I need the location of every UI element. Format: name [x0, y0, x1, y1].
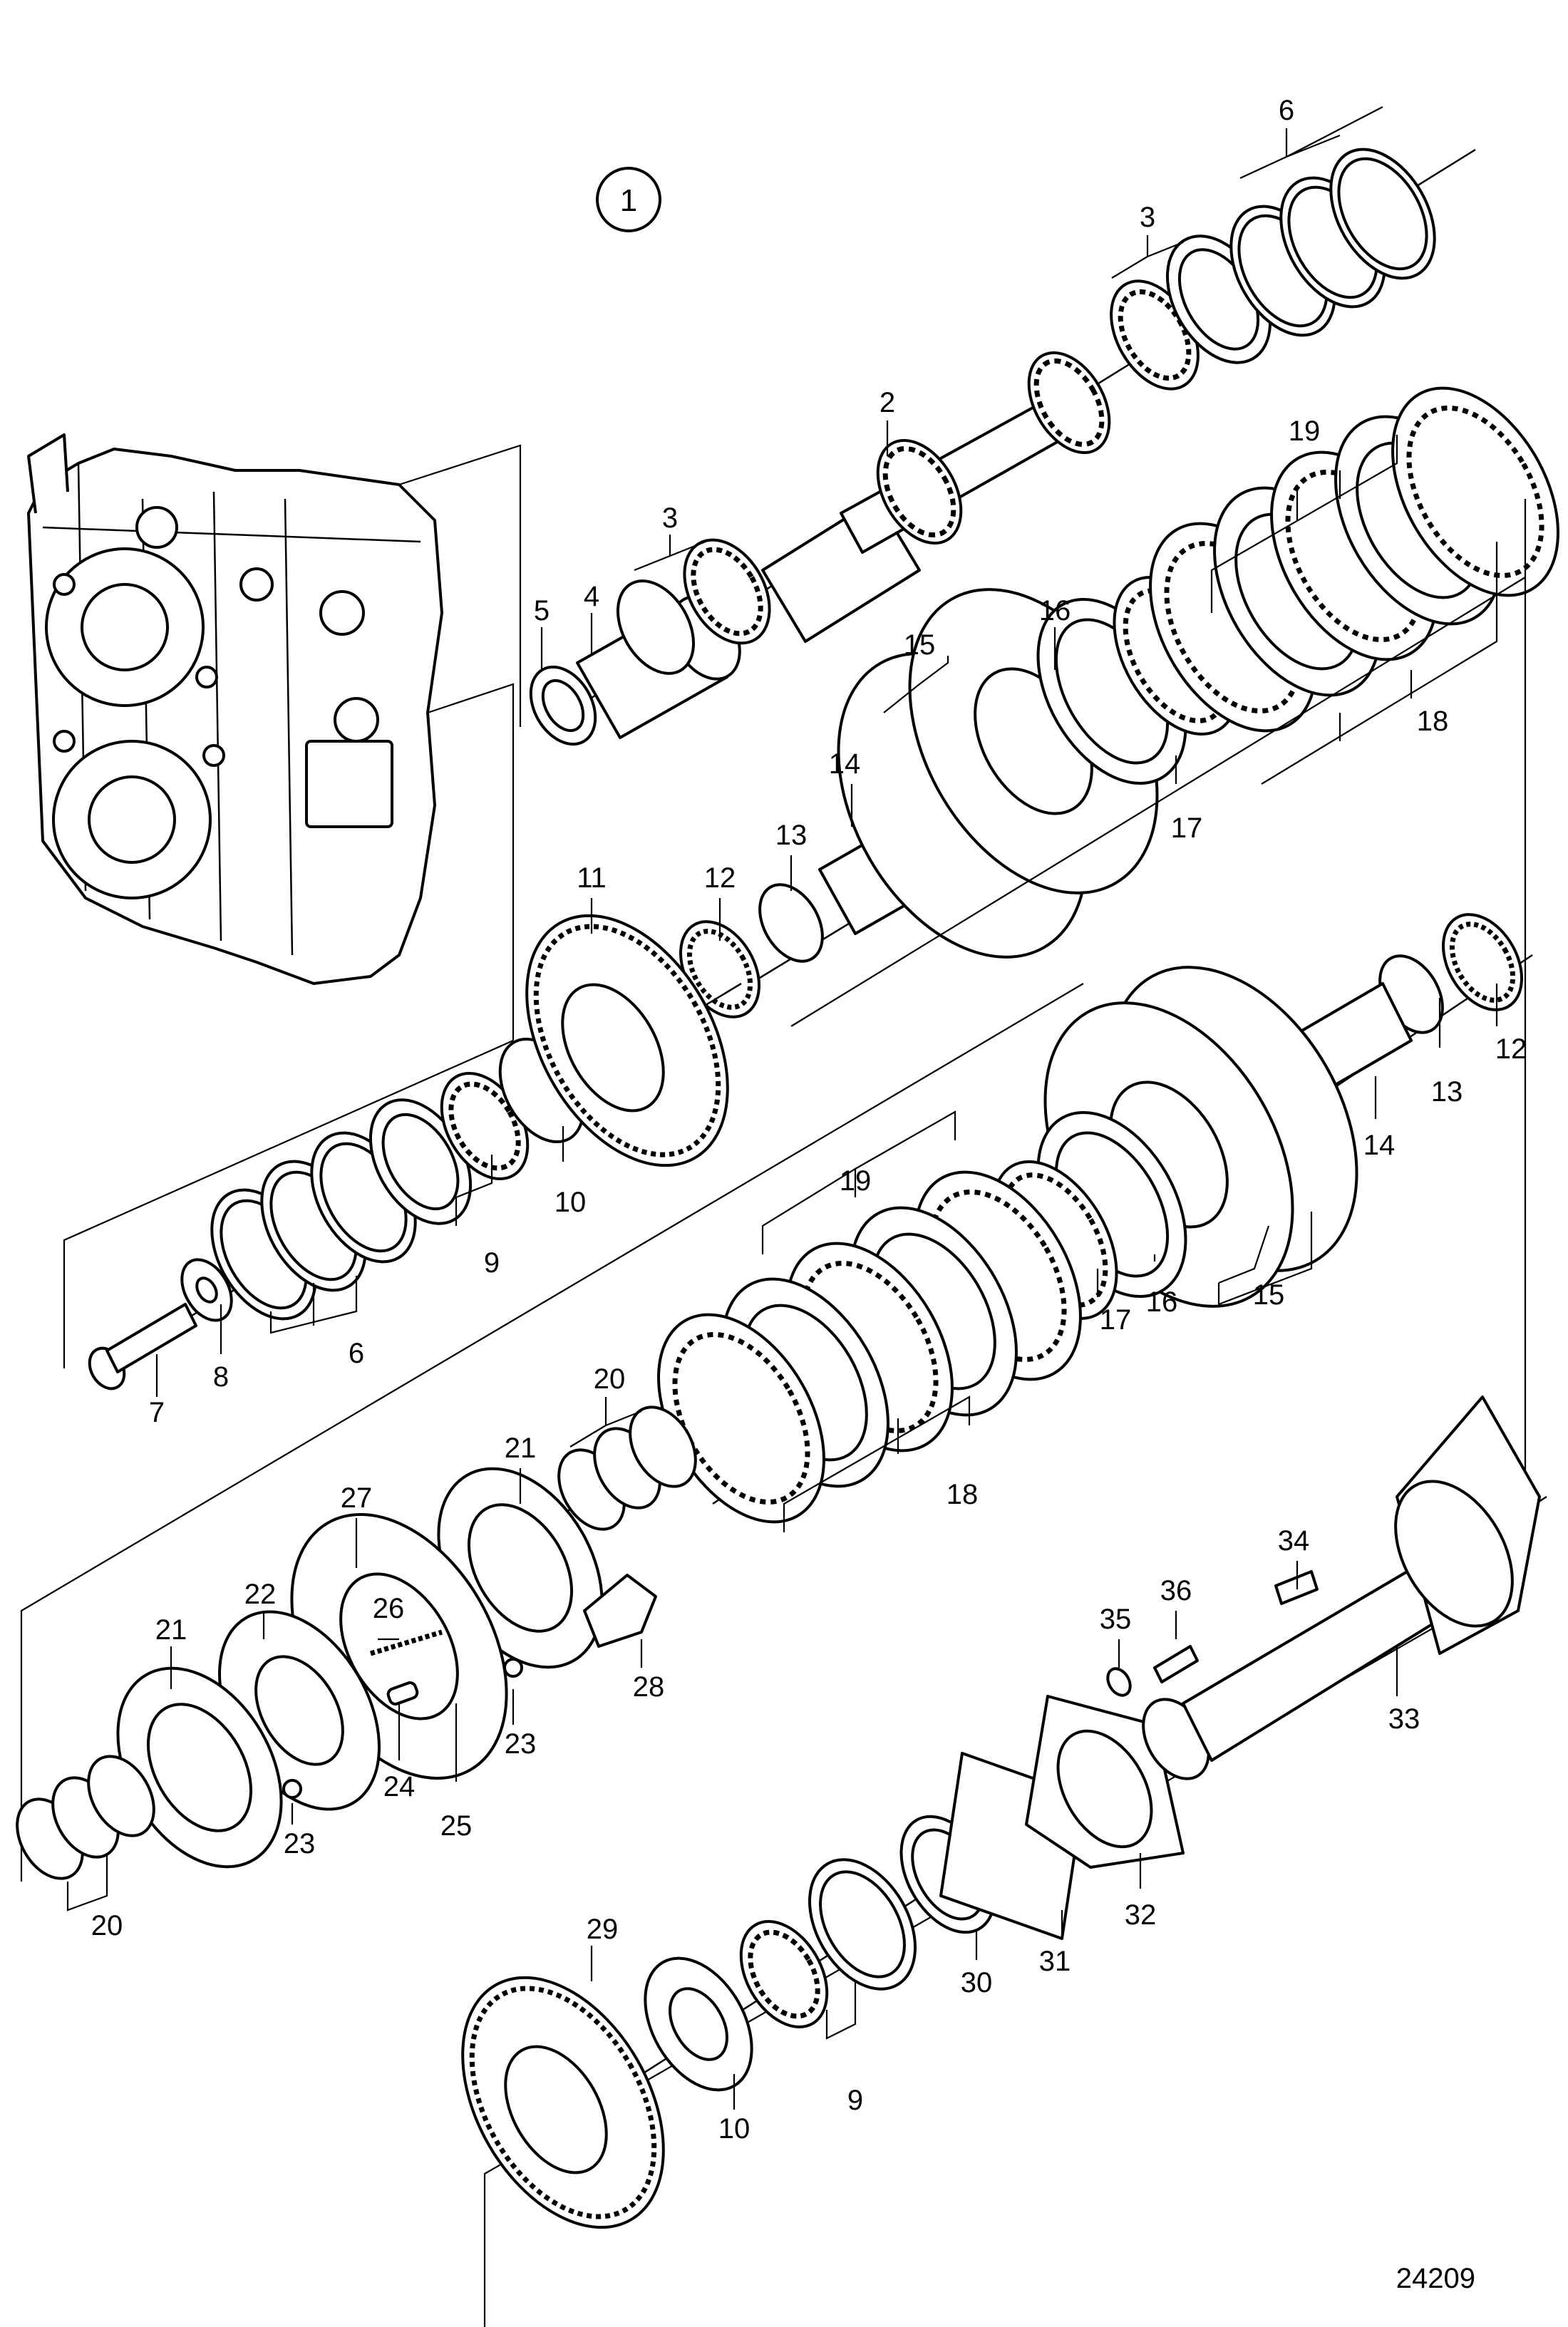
callout-34: 34 — [1278, 1525, 1310, 1557]
callout-26: 26 — [373, 1593, 405, 1624]
callout-15-lower: 15 — [1253, 1279, 1285, 1311]
drawing-reference-number: 24209 — [1396, 2263, 1475, 2294]
shift-mechanism — [16, 1405, 697, 1880]
callout-5: 5 — [534, 595, 550, 626]
spring-26 — [369, 1629, 443, 1656]
callout-19-upper: 19 — [1289, 416, 1321, 447]
ring-13-upper — [758, 883, 824, 963]
fork-28 — [583, 1574, 657, 1648]
bearing-9-lower — [739, 1858, 917, 2028]
figure-number: 1 — [620, 183, 637, 218]
callout-36: 36 — [1160, 1575, 1192, 1606]
callout-21-upper: 21 — [505, 1433, 537, 1464]
callout-9-lower: 9 — [847, 2085, 863, 2116]
callout-20-upper: 20 — [594, 1363, 626, 1395]
callout-13-upper: 13 — [775, 820, 808, 851]
bolt-36 — [1153, 1645, 1199, 1683]
friction-plates-18-19-upper — [1149, 386, 1559, 733]
gear-11 — [525, 914, 729, 1167]
figure-number-badge: 1 — [596, 167, 661, 232]
callout-7: 7 — [149, 1397, 165, 1428]
callout-15-upper: 15 — [904, 629, 936, 661]
callout-12-upper: 12 — [704, 862, 736, 894]
callout-17-upper: 17 — [1171, 812, 1203, 844]
output-flange-33 — [1142, 1395, 1541, 1780]
gear-29 — [461, 1976, 665, 2229]
callout-6-upper: 6 — [1279, 95, 1294, 126]
callout-31: 31 — [1039, 1946, 1071, 1977]
callout-4: 4 — [584, 581, 599, 612]
seal-5 — [529, 665, 597, 746]
callout-8: 8 — [213, 1361, 229, 1393]
needle-bearing-12-lower — [1442, 913, 1523, 1011]
callout-22: 22 — [244, 1579, 277, 1610]
callout-33: 33 — [1388, 1703, 1420, 1735]
output-shaft-assembly — [461, 1395, 1547, 2229]
callout-16-lower: 16 — [1146, 1286, 1178, 1318]
callout-28: 28 — [633, 1671, 665, 1703]
rings-20-lower — [16, 1755, 155, 1880]
bolt-7 — [88, 1303, 197, 1390]
shims-6-upper — [1229, 148, 1436, 337]
callout-11: 11 — [577, 862, 607, 894]
callout-32: 32 — [1125, 1899, 1157, 1931]
washer-8 — [180, 1258, 233, 1322]
synchro-21-lower — [116, 1666, 283, 1869]
callout-10-lower: 10 — [718, 2113, 751, 2145]
callout-19-lower: 19 — [840, 1165, 872, 1197]
callout-25: 25 — [440, 1810, 473, 1842]
callout-24: 24 — [383, 1771, 416, 1802]
callout-23-right: 23 — [505, 1728, 537, 1760]
callout-23-left: 23 — [284, 1828, 316, 1859]
callout-30: 30 — [961, 1967, 993, 1998]
input-shaft-assembly — [529, 148, 1476, 746]
callout-20-lower: 20 — [91, 1910, 123, 1941]
callout-18-lower: 18 — [947, 1479, 979, 1510]
callout-18-upper: 18 — [1417, 706, 1449, 737]
callout-21-lower: 21 — [155, 1614, 187, 1646]
washer-35 — [1106, 1667, 1132, 1697]
lower-clutch-pack — [657, 913, 1533, 1524]
callout-29: 29 — [587, 1914, 619, 1945]
callout-3-lower: 3 — [662, 502, 678, 534]
needle-bearing-12-upper — [679, 920, 760, 1018]
callout-35: 35 — [1100, 1604, 1132, 1635]
callout-17-lower: 17 — [1100, 1304, 1132, 1336]
housing-bracket-lines — [63, 444, 522, 1368]
callout-labels: 2 3 3 4 5 6 6 7 8 9 9 10 10 11 12 12 13 … — [91, 95, 1527, 2145]
middle-shaft-assembly — [88, 914, 742, 1390]
callout-13-lower: 13 — [1431, 1076, 1463, 1108]
callout-leaders — [66, 106, 1498, 2110]
upper-clutch-pack — [679, 386, 1559, 1018]
callout-14-lower: 14 — [1363, 1130, 1396, 1161]
callout-2: 2 — [880, 387, 895, 418]
callout-9-middle: 9 — [484, 1247, 500, 1279]
rings-20-upper — [557, 1405, 697, 1531]
shaft-2 — [761, 351, 1111, 643]
callout-16-upper: 16 — [1039, 595, 1071, 626]
callout-3-upper: 3 — [1140, 202, 1155, 233]
bearing-3-lower — [616, 538, 771, 675]
callout-6-middle: 6 — [349, 1338, 364, 1369]
ball-23b — [282, 1779, 302, 1799]
callout-12-lower: 12 — [1495, 1033, 1527, 1065]
ball-23a — [503, 1658, 523, 1678]
callout-27: 27 — [341, 1482, 373, 1514]
washer-10-lower — [644, 1956, 753, 2092]
callout-10-middle: 10 — [555, 1187, 587, 1218]
friction-plates-18-19-lower — [657, 1170, 1082, 1524]
gearbox-housing — [27, 433, 443, 985]
callout-14-upper: 14 — [829, 748, 861, 780]
pin-24 — [386, 1681, 419, 1706]
